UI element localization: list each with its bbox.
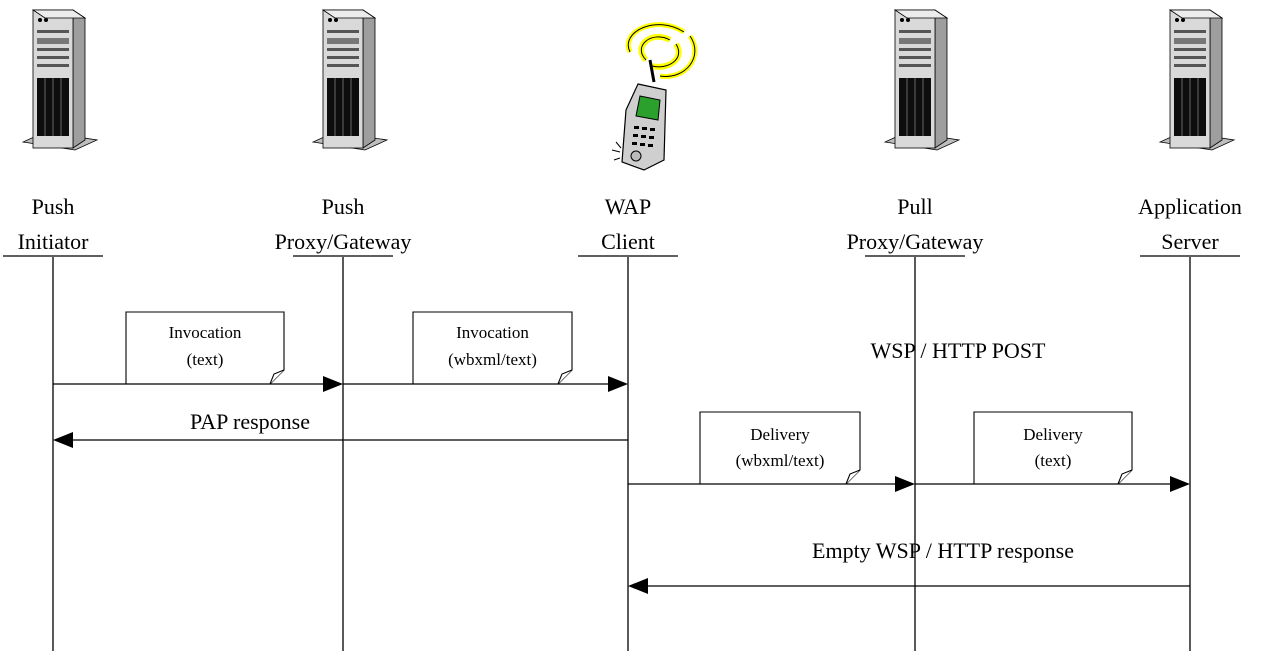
- participant-label-line: Client: [601, 229, 655, 254]
- note-text: (wbxml/text): [448, 350, 537, 369]
- participant-label-line: Push: [322, 194, 365, 219]
- participant-label-line: Application: [1138, 194, 1242, 219]
- participant-label-line: Proxy/Gateway: [275, 229, 412, 254]
- message-empty-response: Empty WSP / HTTP response: [628, 538, 1190, 594]
- floating-label-wsp-http-post: WSP / HTTP POST: [870, 338, 1046, 363]
- participant-label-line: Initiator: [18, 229, 90, 254]
- participant-label-line: Proxy/Gateway: [847, 229, 984, 254]
- participant-label-line: WAP: [605, 194, 651, 219]
- message-invocation-2: Invocation (wbxml/text): [343, 311, 628, 392]
- note-text: Invocation: [169, 323, 242, 342]
- note-fold: [557, 369, 573, 385]
- arrowhead: [628, 578, 648, 594]
- participant-label-line: Pull: [897, 194, 932, 219]
- arrowhead: [1170, 476, 1190, 492]
- note-fold: [1117, 469, 1133, 485]
- arrowhead: [895, 476, 915, 492]
- note-box: [973, 411, 1133, 485]
- note-text: (text): [1035, 451, 1072, 470]
- participant-wap-client: WAP Client: [578, 25, 695, 651]
- message-label: PAP response: [190, 409, 310, 434]
- note-text: Delivery: [1023, 425, 1083, 444]
- arrowhead: [323, 376, 343, 392]
- message-pap-response: PAP response: [53, 409, 628, 448]
- message-delivery-1: Delivery (wbxml/text): [628, 411, 915, 492]
- note-fold: [269, 369, 285, 385]
- note-text: (wbxml/text): [736, 451, 825, 470]
- mobile-phone-icon: [612, 25, 695, 170]
- server-icon: [22, 9, 98, 151]
- participant-label-line: Push: [32, 194, 75, 219]
- arrowhead: [53, 432, 73, 448]
- server-icon: [312, 9, 388, 151]
- message-delivery-2: Delivery (text): [915, 411, 1190, 492]
- server-icon: [1159, 9, 1235, 151]
- note-text: Invocation: [456, 323, 529, 342]
- note-text: (text): [187, 350, 224, 369]
- participant-label-line: Server: [1161, 229, 1219, 254]
- message-invocation-1: Invocation (text): [53, 311, 343, 392]
- note-box: [699, 411, 861, 485]
- server-icon: [884, 9, 960, 151]
- arrowhead: [608, 376, 628, 392]
- note-fold: [845, 469, 861, 485]
- message-label: Empty WSP / HTTP response: [812, 538, 1074, 563]
- note-text: Delivery: [750, 425, 810, 444]
